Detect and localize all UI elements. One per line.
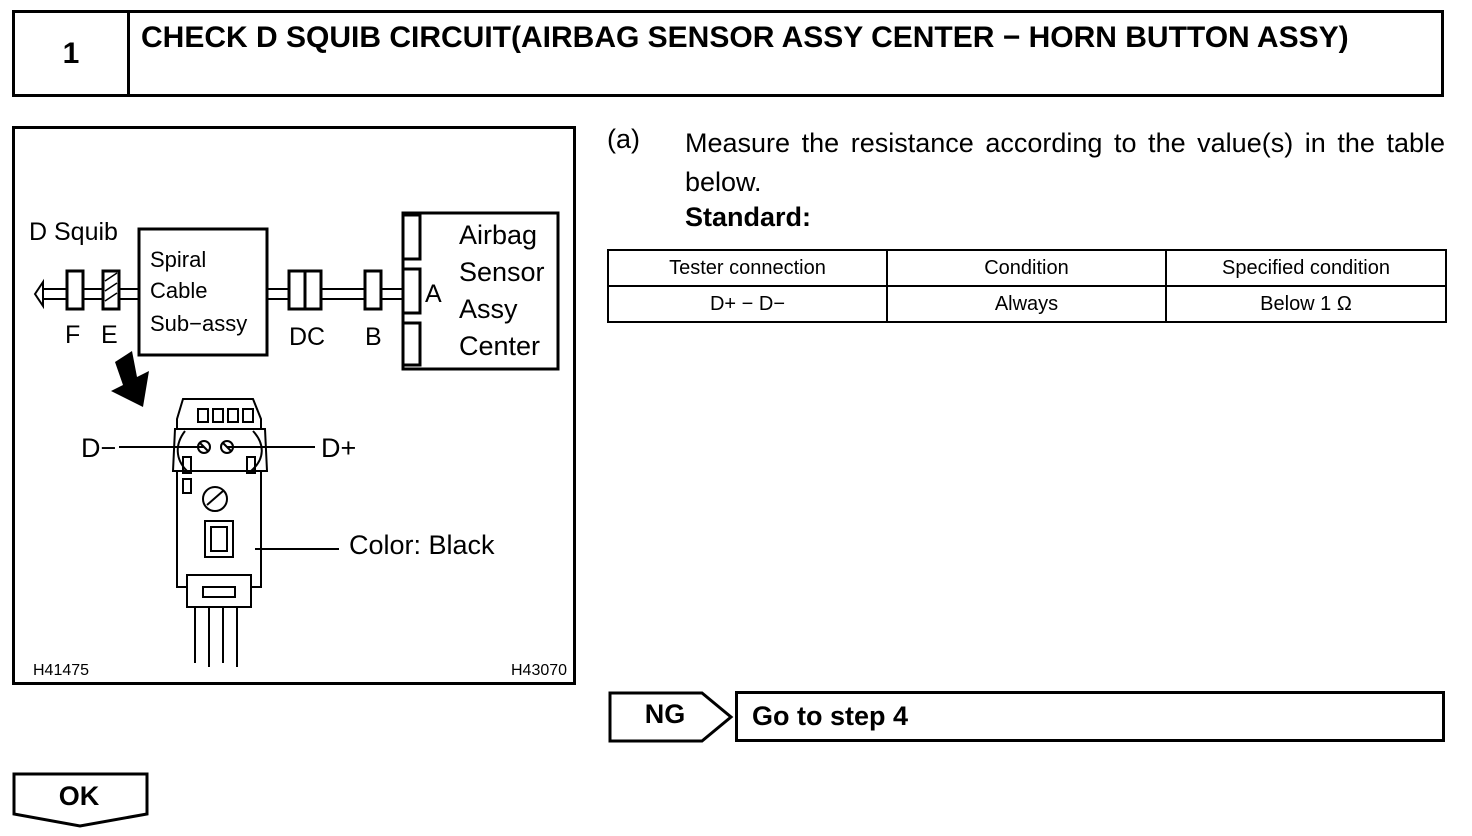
substep-text: Measure the resistance according to the … bbox=[685, 128, 1445, 197]
airbag-sensor-box bbox=[401, 211, 560, 371]
header-specified-condition: Specified condition bbox=[1165, 249, 1447, 287]
ok-label: OK bbox=[58, 781, 100, 811]
connector-dc-left bbox=[287, 269, 307, 311]
header-tester-connection: Tester connection bbox=[607, 249, 888, 287]
wiring-diagram: D Squib F E Spiral Cable Sub−assy DC B bbox=[12, 126, 576, 685]
airbag-label-1: Airbag bbox=[459, 220, 537, 250]
label-b: B bbox=[365, 323, 382, 351]
ng-arrow-shape bbox=[608, 691, 734, 743]
step-header: 1 CHECK D SQUIB CIRCUIT(AIRBAG SENSOR AS… bbox=[12, 10, 1444, 97]
label-d-plus: D+ bbox=[321, 433, 356, 463]
label-color-black: Color: Black bbox=[349, 530, 495, 560]
cell-tester-connection: D+ − D− bbox=[607, 285, 888, 323]
label-e: E bbox=[101, 321, 118, 349]
ng-target-box[interactable]: Go to step 4 bbox=[735, 691, 1445, 742]
ok-arrow-shape bbox=[12, 772, 149, 828]
spiral-label-1: Spiral bbox=[150, 247, 206, 272]
standard-label: Standard: bbox=[685, 202, 812, 232]
spec-table: Tester connection Condition Specified co… bbox=[607, 249, 1447, 323]
substep-label: (a) bbox=[607, 124, 640, 154]
spiral-label-2: Cable bbox=[150, 278, 207, 303]
airbag-label-3: Assy bbox=[459, 294, 518, 324]
connector-f bbox=[65, 269, 85, 311]
connector-b bbox=[363, 269, 383, 311]
pointer-arrow bbox=[111, 351, 149, 407]
d-squib-label: D Squib bbox=[29, 218, 118, 246]
label-dc: DC bbox=[289, 323, 325, 351]
diagram-graphic: D Squib F E Spiral Cable Sub−assy DC B bbox=[29, 211, 567, 679]
figure-code-right: H43070 bbox=[511, 662, 567, 679]
spiral-label-3: Sub−assy bbox=[150, 311, 247, 336]
ng-target-text: Go to step 4 bbox=[752, 701, 909, 731]
step-number: 1 bbox=[15, 13, 130, 94]
connector-illustration bbox=[171, 398, 269, 667]
label-d-minus: D− bbox=[81, 433, 116, 463]
ng-label: NG bbox=[644, 699, 686, 729]
step-title: CHECK D SQUIB CIRCUIT(AIRBAG SENSOR ASSY… bbox=[141, 21, 1349, 54]
table-header-row: Tester connection Condition Specified co… bbox=[607, 249, 1447, 287]
connector-dc-right bbox=[303, 269, 323, 311]
figure-code-left: H41475 bbox=[33, 662, 89, 679]
label-a: A bbox=[425, 280, 442, 308]
cell-condition: Always bbox=[886, 285, 1167, 323]
header-condition: Condition bbox=[886, 249, 1167, 287]
airbag-label-4: Center bbox=[459, 331, 540, 361]
label-f: F bbox=[65, 321, 80, 349]
table-row: D+ − D− Always Below 1 Ω bbox=[607, 285, 1447, 323]
cell-specified-condition: Below 1 Ω bbox=[1165, 285, 1447, 323]
squib-end bbox=[33, 278, 44, 310]
spiral-cable-box bbox=[137, 227, 269, 357]
airbag-label-2: Sensor bbox=[459, 257, 545, 287]
